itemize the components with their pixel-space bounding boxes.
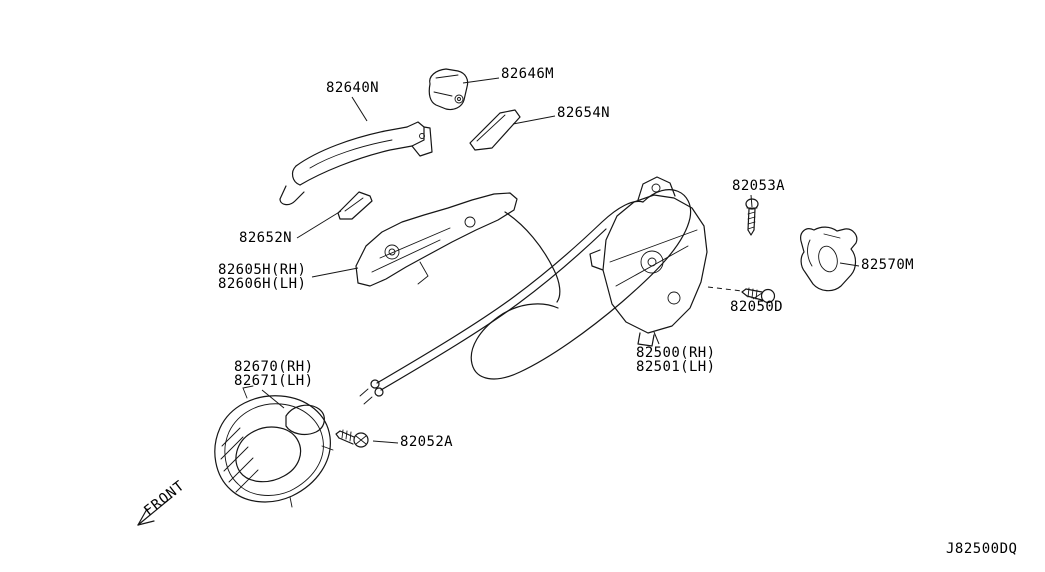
striker-cover-drawing bbox=[800, 226, 858, 292]
screw-82052a-drawing bbox=[335, 429, 369, 448]
part-label-82605h: 82605H(RH) 82606H(LH) bbox=[218, 263, 306, 291]
part-label-82670-rh: 82670(RH) bbox=[234, 359, 314, 375]
part-label-82652n: 82652N bbox=[239, 230, 292, 246]
front-gasket-drawing bbox=[337, 191, 373, 220]
part-label-82671-lh: 82671(LH) bbox=[234, 373, 314, 389]
part-label-82053a: 82053A bbox=[732, 178, 785, 194]
part-label-82052a: 82052A bbox=[400, 434, 453, 450]
outer-door-handle-drawing bbox=[279, 121, 433, 206]
part-label-82500-rh: 82500(RH) bbox=[636, 345, 716, 361]
part-label-82670: 82670(RH) 82671(LH) bbox=[234, 360, 313, 388]
part-label-82500: 82500(RH) 82501(LH) bbox=[636, 346, 715, 374]
assembly-dashed-line bbox=[707, 286, 743, 292]
part-label-82501-lh: 82501(LH) bbox=[636, 359, 716, 375]
part-label-82050d: 82050D bbox=[730, 299, 783, 315]
leader-lines bbox=[261, 77, 860, 444]
part-label-82640n: 82640N bbox=[326, 80, 379, 96]
rear-gasket-drawing bbox=[469, 109, 521, 151]
diagram-code: J82500DQ bbox=[946, 541, 1018, 557]
inner-door-handle-drawing bbox=[214, 385, 334, 508]
screw-82053a-drawing bbox=[745, 198, 759, 236]
part-label-82570m: 82570M bbox=[861, 257, 914, 273]
part-label-82654n: 82654N bbox=[557, 105, 610, 121]
front-direction-arrow bbox=[137, 496, 173, 526]
part-label-82646m: 82646M bbox=[501, 66, 554, 82]
door-lock-actuator-drawing bbox=[589, 176, 708, 347]
handle-base-drawing bbox=[355, 192, 561, 303]
handle-cap-drawing bbox=[428, 68, 469, 111]
part-label-82605h-rh: 82605H(RH) bbox=[218, 262, 307, 278]
lock-cables-drawing bbox=[359, 189, 692, 405]
part-label-82606h-lh: 82606H(LH) bbox=[218, 276, 307, 292]
screw-82050d-drawing bbox=[741, 287, 776, 304]
